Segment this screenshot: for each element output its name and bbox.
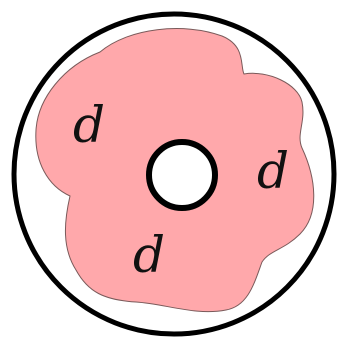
label-d-left: d: [73, 96, 105, 154]
center-hole: [149, 142, 215, 208]
label-d-bottom: d: [133, 226, 165, 284]
label-d-right: d: [257, 142, 289, 200]
